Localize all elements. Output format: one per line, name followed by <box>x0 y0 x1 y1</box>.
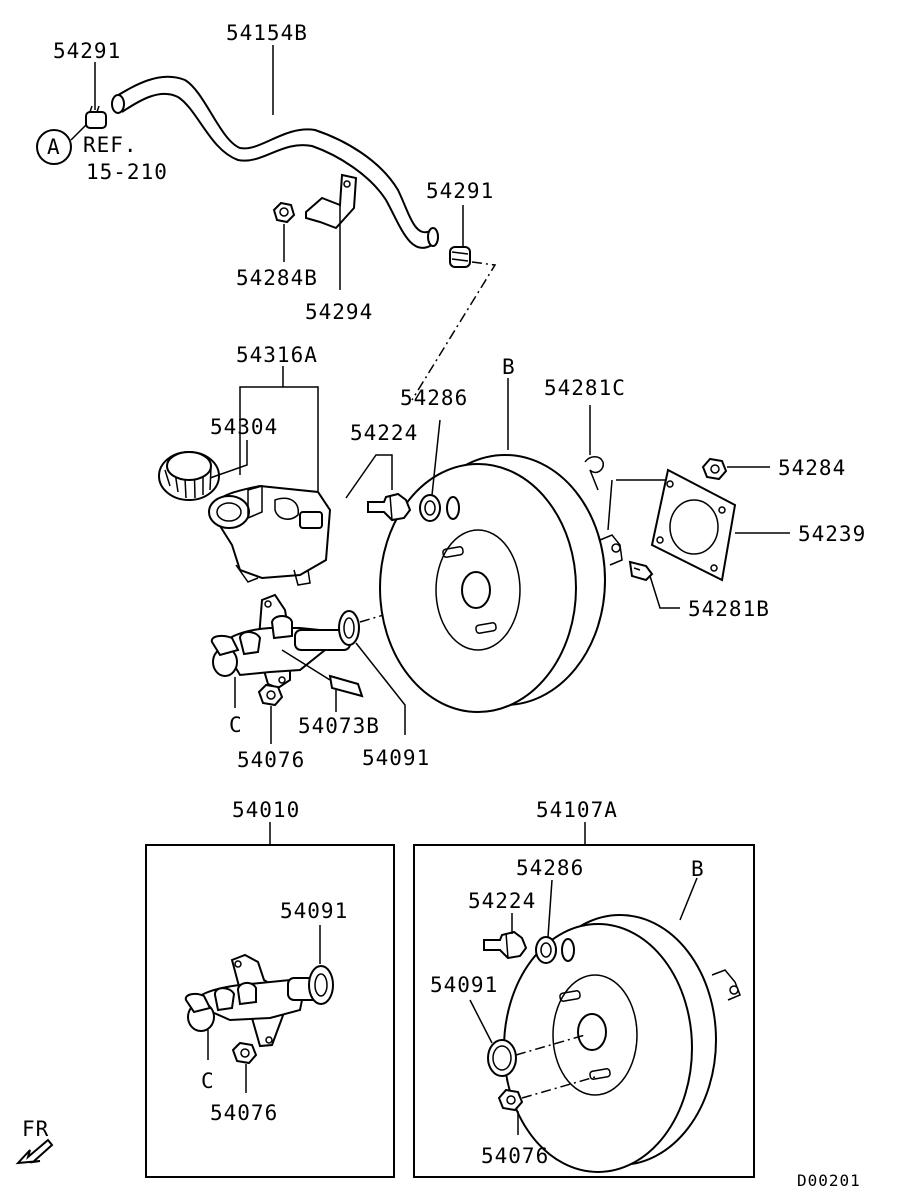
reservoir-icon <box>208 484 332 586</box>
check-valve-icon <box>367 492 412 522</box>
label-box-left-title: 54010 <box>232 798 300 822</box>
reservoir-cap-icon <box>158 451 220 501</box>
label-box-right-nut: 54076 <box>481 1144 549 1168</box>
master-cylinder-kit-icon <box>184 953 329 1048</box>
label-box-right-o-ring: 54091 <box>430 973 498 997</box>
label-box-left-nut: 54076 <box>210 1101 278 1125</box>
nut-box-left-icon <box>231 1041 258 1065</box>
gasket-icon <box>650 468 737 582</box>
nut-mc-icon <box>257 683 284 707</box>
label-master-cyl-ref: C <box>229 713 243 737</box>
label-box-right-grommet: 54286 <box>516 856 584 880</box>
label-sensor: 54073B <box>298 714 380 738</box>
vacuum-hose <box>111 75 439 249</box>
label-ref-line2: 15-210 <box>86 160 168 184</box>
label-check-valve: 54224 <box>350 421 418 445</box>
o-ring-box-left-icon <box>308 965 334 1005</box>
label-hose-clip-right: 54291 <box>426 179 494 203</box>
nut-box-right-icon <box>497 1088 524 1112</box>
hose-clip-right-icon <box>449 246 471 268</box>
diagram-code: D00201 <box>797 1171 861 1187</box>
booster-kit-box <box>413 844 755 1178</box>
label-box-right-b: B <box>691 857 705 881</box>
label-hose-bracket: 54294 <box>305 300 373 324</box>
label-bolt: 54281B <box>688 597 770 621</box>
label-reservoir-assy: 54316A <box>236 343 318 367</box>
hose-clip-left-icon <box>85 105 107 129</box>
label-booster-ref: B <box>502 355 516 379</box>
label-ref-line1: REF. <box>83 133 138 157</box>
o-ring-upper-icon <box>338 610 360 646</box>
label-pin: 54281C <box>544 376 626 400</box>
nut-icon <box>701 457 728 481</box>
label-gasket: 54239 <box>798 522 866 546</box>
check-valve-box-right-icon <box>483 930 528 960</box>
label-direction: FR <box>22 1117 49 1141</box>
pin-icon <box>584 456 605 491</box>
sensor-icon <box>281 649 364 698</box>
booster-kit-icon <box>503 914 741 1173</box>
label-nut: 54284 <box>778 456 846 480</box>
label-nut-mc: 54076 <box>237 748 305 772</box>
label-vacuum-hose: 54154B <box>226 21 308 45</box>
grommet-icon <box>419 494 460 522</box>
label-nut-bracket: 54284B <box>236 266 318 290</box>
bolt-icon <box>628 560 654 582</box>
label-box-right-check-valve: 54224 <box>468 889 536 913</box>
nut-bracket-icon <box>272 201 296 224</box>
label-hose-clip-left: 54291 <box>53 39 121 63</box>
view-a-circle-icon <box>36 129 72 165</box>
label-grommet: 54286 <box>400 386 468 410</box>
brake-booster-icon <box>379 454 623 713</box>
label-reservoir-cap: 54304 <box>210 415 278 439</box>
master-cylinder-icon <box>210 593 351 690</box>
label-o-ring: 54091 <box>362 746 430 770</box>
label-box-left-c: C <box>201 1069 215 1093</box>
label-box-left-o-ring: 54091 <box>280 899 348 923</box>
grommet-box-right-icon <box>535 936 575 964</box>
label-view-a: A <box>47 135 61 159</box>
front-direction-arrow-icon <box>15 1138 54 1165</box>
label-box-right-title: 54107A <box>536 798 618 822</box>
hose-bracket-icon <box>305 173 358 230</box>
o-ring-box-right-icon <box>487 1039 517 1077</box>
